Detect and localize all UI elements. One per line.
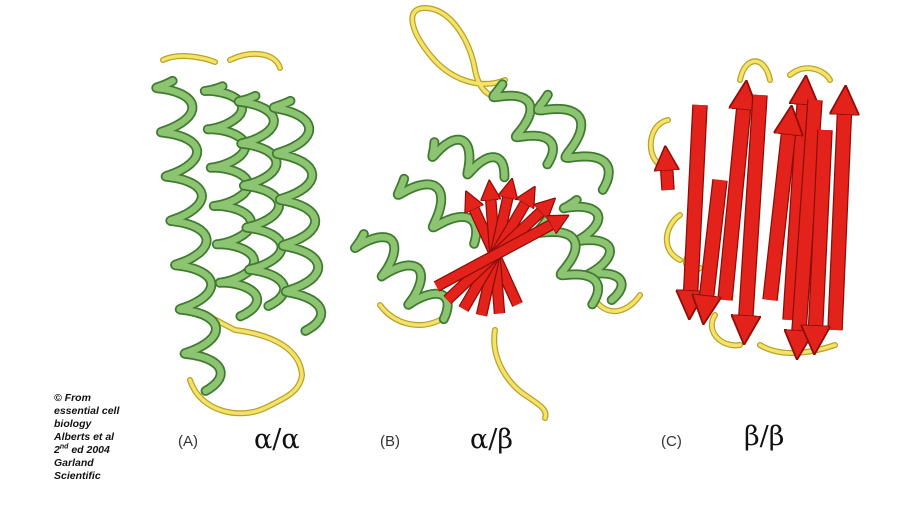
alpha-alpha-structure <box>151 50 327 417</box>
panel-a-fold-label: α/α <box>254 424 300 455</box>
beta-strand <box>434 220 561 291</box>
panel-b-fold-label: α/β <box>470 424 513 455</box>
alpha-helix-face <box>201 83 261 320</box>
beta-sheet-barrel <box>433 188 561 317</box>
copyright-credit: © From essential cell biology Alberts et… <box>54 392 164 483</box>
credit-line: © From <box>54 392 91 404</box>
beta-strand <box>763 120 790 301</box>
panel-c-fold-label: β/β <box>744 421 785 452</box>
beta-strand <box>666 158 668 191</box>
credit-line: Alberts et al <box>54 431 115 443</box>
panel-a-tag: (A) <box>178 433 198 450</box>
alpha-helix-face <box>560 196 625 304</box>
alpha-helix-face <box>429 136 508 181</box>
alpha-beta-structure <box>350 4 643 421</box>
alpha-helix-face <box>153 77 224 395</box>
credit-line: Garland <box>54 457 94 469</box>
beta-beta-structure <box>647 58 845 353</box>
beta-strand-group <box>666 90 845 345</box>
alpha-helix-face <box>534 91 613 194</box>
alpha-helix-face <box>351 230 451 323</box>
credit-line: Scientific <box>54 470 101 482</box>
panel-b-tag: (B) <box>380 433 400 450</box>
beta-strand <box>690 104 707 305</box>
alpha-helix-face <box>270 97 325 335</box>
beta-strand <box>718 95 745 301</box>
beta-strand <box>798 99 822 345</box>
credit-line-edition: 2nd ed 2004 <box>54 443 110 457</box>
beta-strand <box>705 179 727 310</box>
beta-strand <box>815 129 832 340</box>
alpha-helix-face <box>490 81 557 168</box>
beta-strand <box>745 94 767 330</box>
beta-strand <box>828 100 845 331</box>
panel-c-tag: (C) <box>661 433 682 450</box>
alpha-helix-group <box>151 75 327 396</box>
credit-line: biology <box>54 418 92 430</box>
credit-line: essential cell <box>54 405 120 417</box>
alpha-helix-face <box>394 175 480 248</box>
alpha-helix-face <box>235 92 288 310</box>
alpha-helix <box>350 229 453 325</box>
